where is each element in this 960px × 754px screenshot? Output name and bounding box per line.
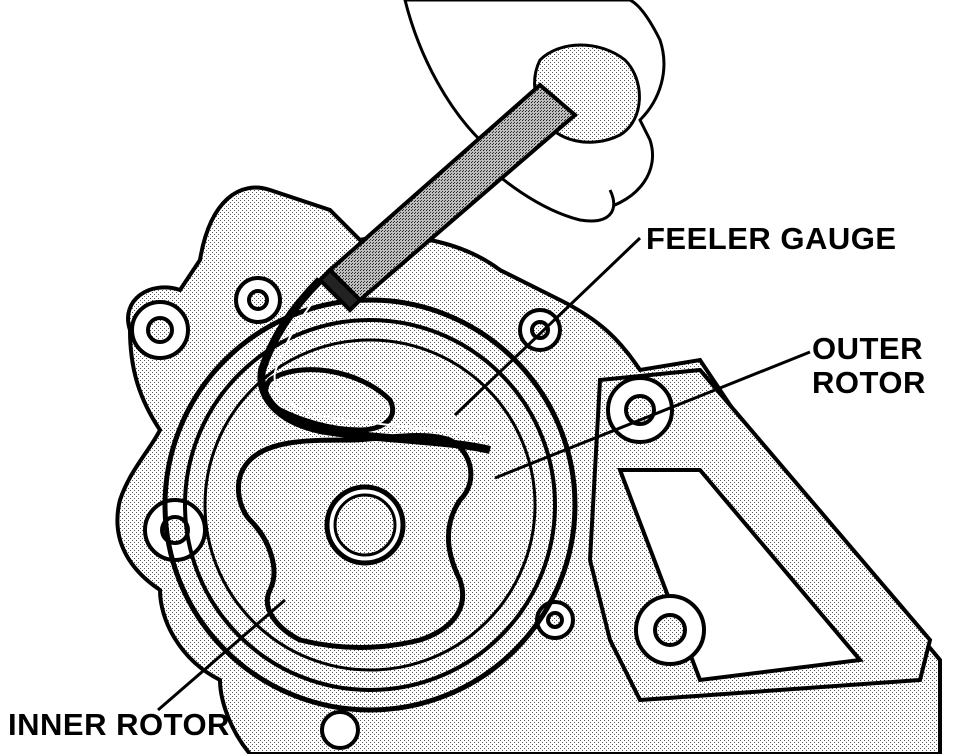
label-feeler-gauge: FEELER GAUGE [646,221,897,256]
label-outer-rotor-line2: ROTOR [812,365,926,400]
label-outer-rotor-line1: OUTER [812,331,923,366]
label-inner-rotor: INNER ROTOR [8,707,230,742]
label-outer-rotor: OUTER ROTOR [812,332,926,400]
inner-rotor [235,367,474,650]
outer-rotor [162,297,578,713]
leader-lines [157,236,811,712]
bolt-holes [130,276,706,750]
feeler-gauge-tool [257,82,579,454]
